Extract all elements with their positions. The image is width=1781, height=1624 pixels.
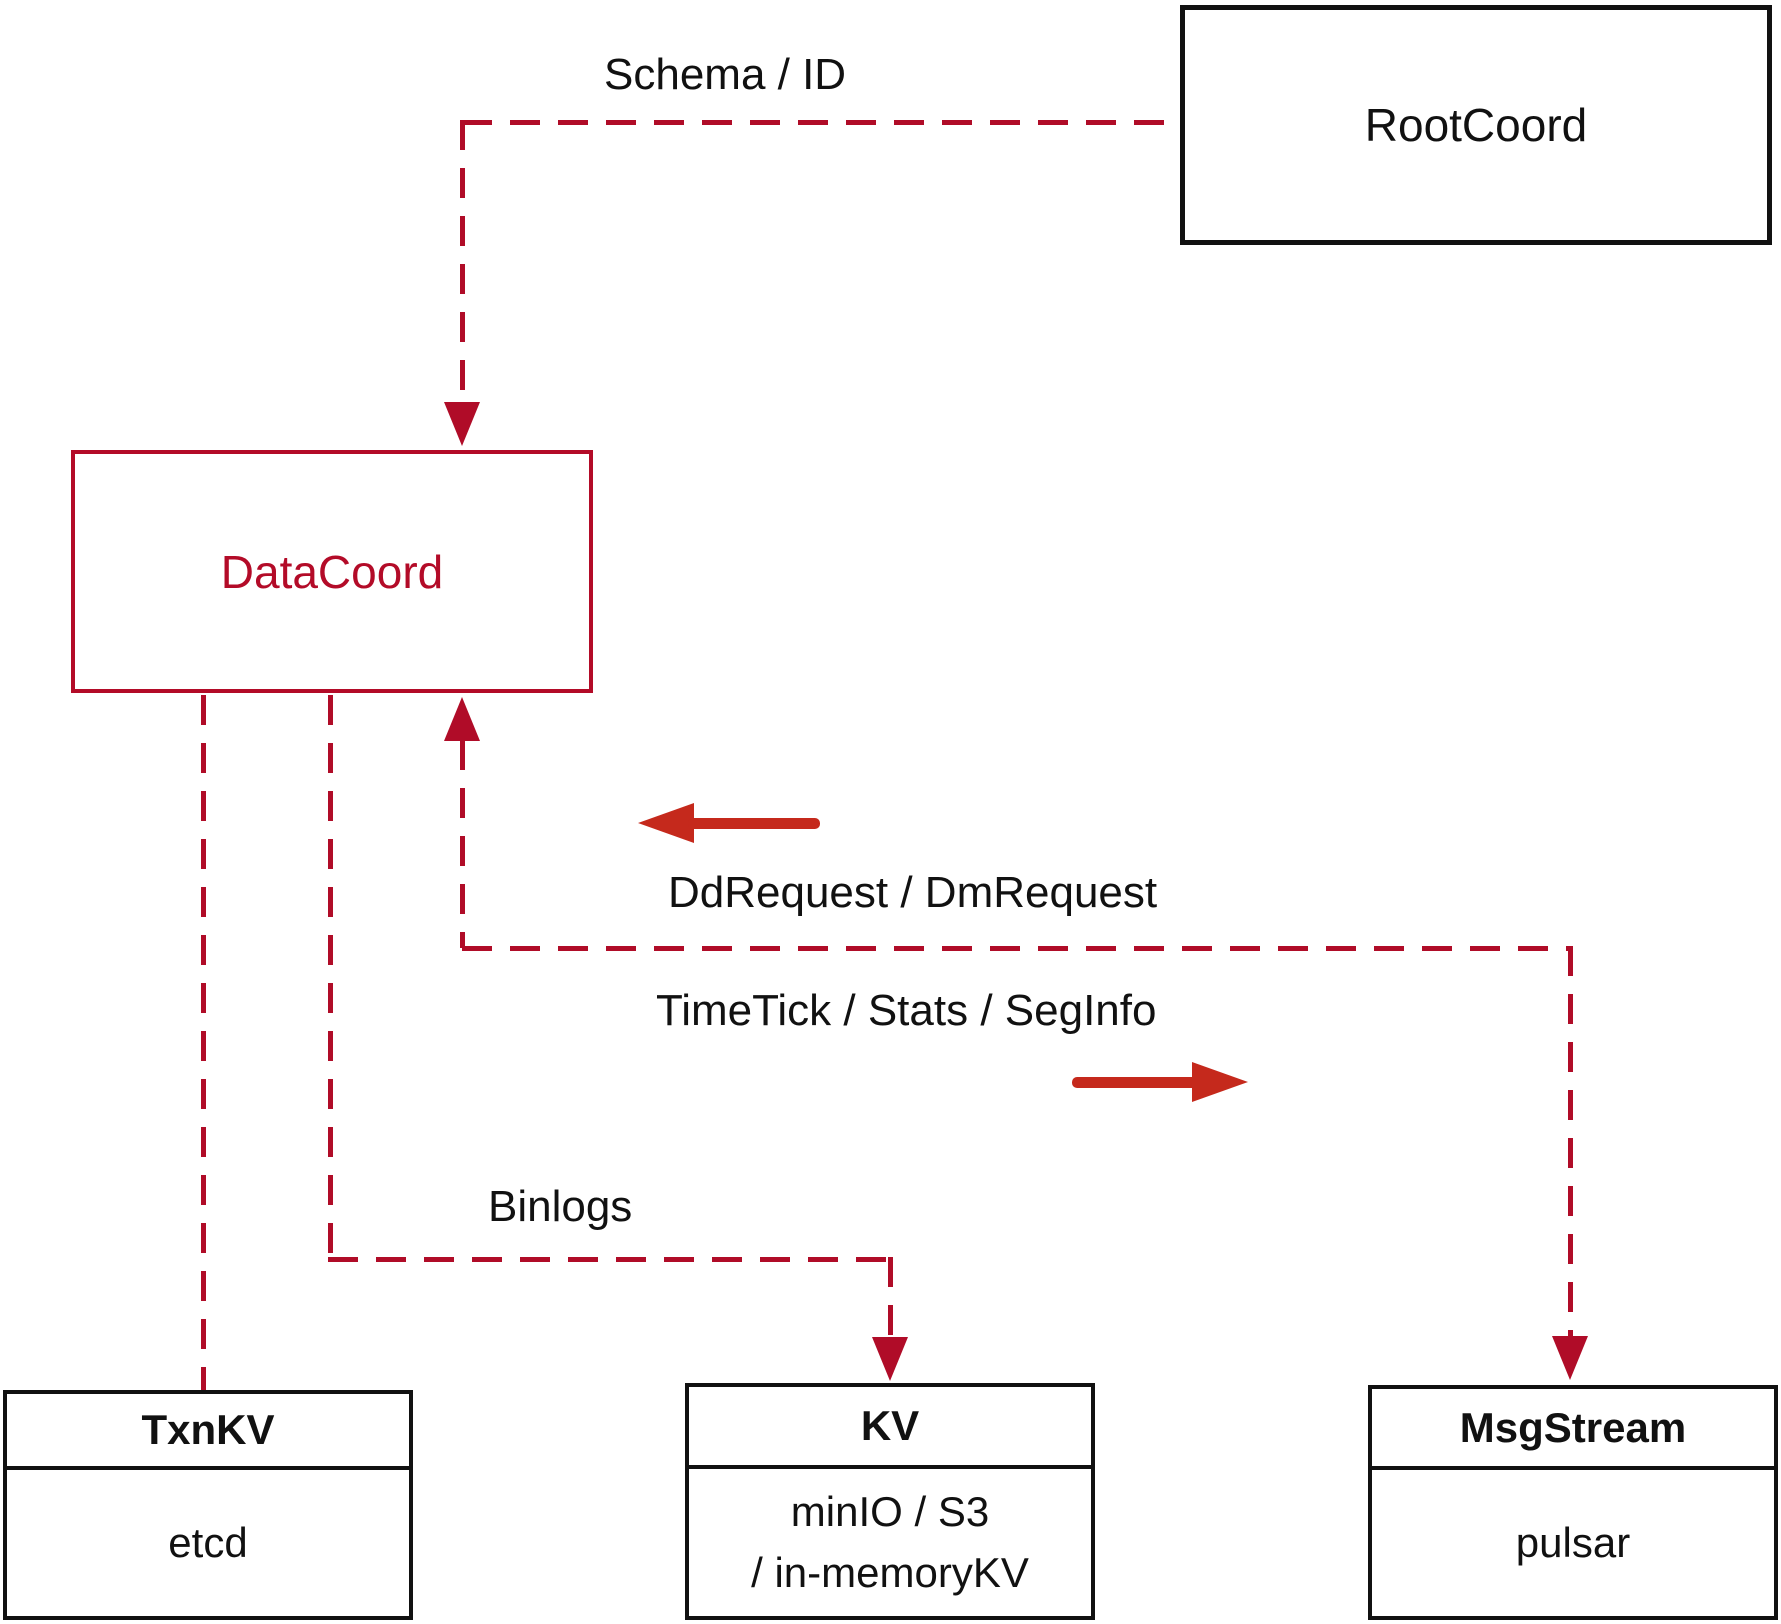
datacoord-label: DataCoord [220, 545, 444, 598]
txnkv-node: TxnKV etcd [3, 1390, 413, 1620]
binlogs-connector-vertical-left [328, 695, 333, 1260]
datacoord-txnkv-connector [201, 695, 206, 1390]
schema-id-edge-label: Schema / ID [604, 50, 847, 99]
requests-connector-vertical-left [460, 740, 465, 948]
arrowhead-into-kv-icon [872, 1337, 908, 1381]
msgstream-body-label: pulsar [1515, 1518, 1631, 1566]
rootcoord-node: RootCoord [1180, 5, 1772, 245]
txnkv-title: TxnKV [7, 1394, 409, 1470]
kv-body-line1: minIO / S3 [790, 1487, 990, 1535]
kv-body-line2: / in-memoryKV [751, 1548, 1029, 1596]
timetick-edge-label: TimeTick / Stats / SegInfo [656, 986, 1157, 1035]
kv-title: KV [689, 1387, 1091, 1469]
schema-id-connector-vertical [460, 120, 465, 406]
txnkv-body-label: etcd [168, 1518, 248, 1566]
ddrequest-edge-label: DdRequest / DmRequest [668, 868, 1158, 917]
requests-connector-horizontal [462, 946, 1572, 951]
kv-node: KV minIO / S3 / in-memoryKV [685, 1383, 1095, 1620]
binlogs-connector-horizontal [328, 1257, 893, 1262]
schema-id-connector-horizontal [462, 120, 1180, 125]
binlogs-edge-label: Binlogs [488, 1182, 633, 1231]
requests-connector-vertical-right [1568, 946, 1573, 1338]
datacoord-node: DataCoord [71, 450, 593, 693]
arrowhead-into-datacoord-bottom-icon [444, 697, 480, 741]
arrowhead-into-msgstream-icon [1552, 1336, 1588, 1380]
arrowhead-into-datacoord-top-icon [444, 402, 480, 446]
binlogs-connector-vertical-right [888, 1257, 893, 1339]
msgstream-title: MsgStream [1372, 1389, 1774, 1470]
rootcoord-label: RootCoord [1364, 99, 1588, 151]
msgstream-node: MsgStream pulsar [1368, 1385, 1778, 1620]
